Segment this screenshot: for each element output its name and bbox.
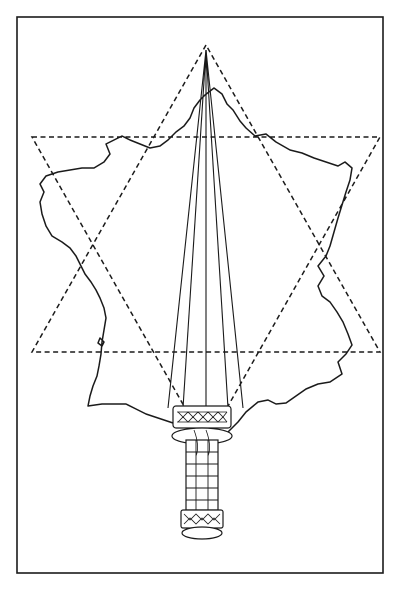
sword-blade (168, 50, 243, 408)
sword-grip (186, 430, 218, 510)
sword-pommel (181, 510, 223, 539)
sword-crossguard (172, 406, 232, 444)
